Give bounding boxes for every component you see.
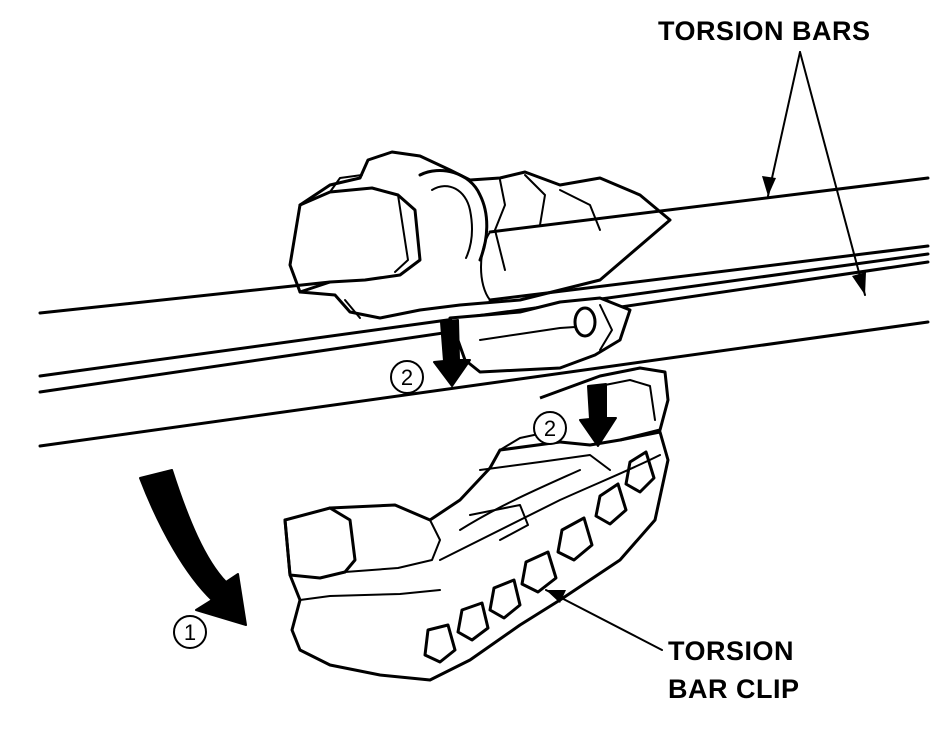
- rotate-arrow-icon: [139, 469, 247, 626]
- step-1-label: 1: [173, 615, 207, 649]
- push-down-arrow-icon-b: [579, 383, 617, 447]
- svg-text:2: 2: [544, 416, 556, 441]
- clip-middle-section: [448, 296, 632, 374]
- torsion-bar-clip: [283, 366, 670, 682]
- torsion-bar-clip-label-line1: TORSION: [668, 636, 794, 666]
- torsion-bar-clip-label-line2: BAR CLIP: [668, 674, 800, 704]
- torsion-bars-leaders: [762, 51, 866, 296]
- step-2a-label: 2: [390, 360, 424, 394]
- torsion-bars-label: TORSION BARS: [658, 16, 871, 46]
- torsion-bar-clip-leader: [545, 589, 663, 651]
- push-down-arrow-icon-a: [433, 319, 471, 387]
- svg-text:1: 1: [184, 620, 196, 645]
- upper-clip-body: [288, 150, 672, 320]
- step-2b-label: 2: [533, 411, 567, 445]
- svg-text:2: 2: [401, 365, 413, 390]
